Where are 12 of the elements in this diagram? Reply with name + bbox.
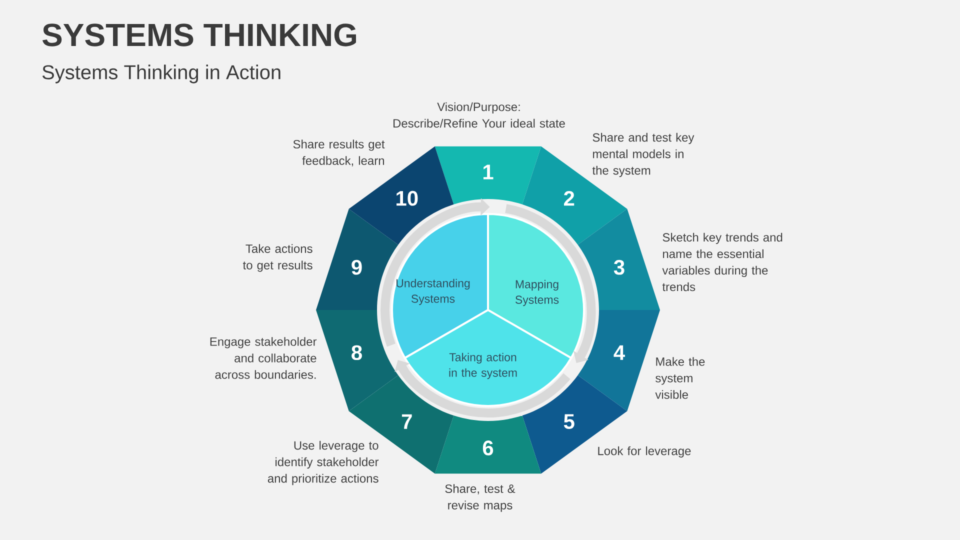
step-description: Vision/Purpose: Describe/Refine Your ideal state [394,102,565,128]
segment: 6 [434,416,542,474]
segment: 3 [578,208,660,310]
step-description: Sketch key trends and name the essential variables during the trends [662,232,782,292]
subtitle: Systems Thinking in Action [42,64,280,84]
title: SYSTEMS THINKING [42,24,356,46]
step-description: Take actions to get results [242,244,312,272]
sector: Taking action in the system [404,308,572,407]
segment: 1 [434,146,542,204]
step-description: Share, test & revise maps [445,484,516,512]
segment: 8 [316,310,398,412]
step-description: Engage stakeholder and collaborate across boundaries. [210,337,317,379]
